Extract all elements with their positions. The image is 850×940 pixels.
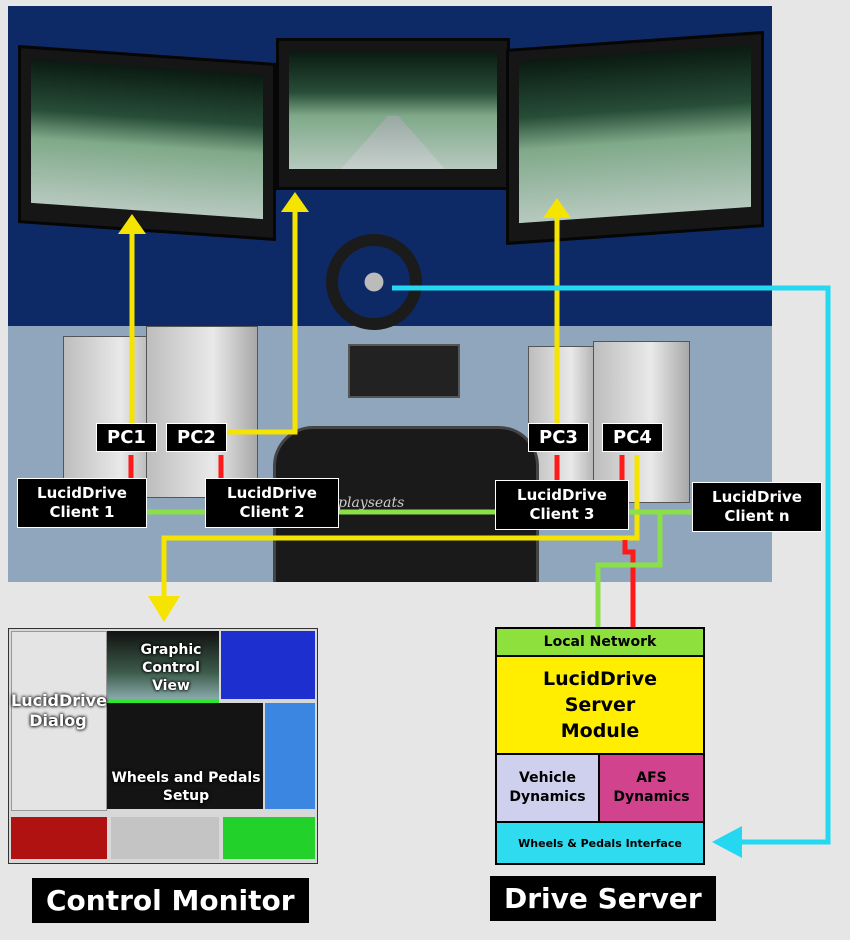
client-n-label: LucidDrive Client n: [692, 482, 822, 532]
blue-panel-top: [221, 631, 315, 699]
client-1-line2: Client 1: [49, 503, 115, 521]
client-1-line1: LucidDrive: [37, 484, 127, 502]
local-network-box: Local Network: [496, 628, 704, 656]
graphic-control-view-label: Graphic Control View: [140, 642, 202, 694]
vehicle-dynamics-line1: Vehicle: [519, 770, 576, 786]
client-3-label: LucidDrive Client 3: [495, 480, 629, 530]
client-3-line2: Client 3: [529, 505, 595, 523]
control-monitor-screen: Graphic Control View LucidDrive Dialog W…: [8, 628, 318, 864]
control-monitor-caption: Control Monitor: [32, 878, 309, 923]
pc-tower-icon: [593, 341, 690, 503]
pedals: [348, 344, 460, 398]
network-link: [595, 512, 663, 628]
luciddrive-dialog-label: LucidDrive Dialog: [11, 691, 107, 730]
client-2-line2: Client 2: [239, 503, 305, 521]
server-module-line1: LucidDrive: [543, 668, 657, 690]
afs-dynamics-box: AFS Dynamics: [599, 754, 704, 822]
gray-panel: [111, 817, 219, 859]
afs-dynamics-line2: Dynamics: [613, 789, 690, 805]
graphic-view-panel: [107, 631, 219, 699]
seat-brand: playseats: [338, 495, 405, 511]
arrow-up-icon: [543, 198, 571, 218]
video-link-pc4: [161, 455, 640, 598]
pc2-label: PC2: [166, 423, 227, 452]
client-2-line1: LucidDrive: [227, 484, 317, 502]
blue-panel-right: [265, 703, 315, 809]
wheels-setup-panel: [107, 703, 263, 809]
vehicle-dynamics-box: Vehicle Dynamics: [496, 754, 599, 822]
client-n-line2: Client n: [724, 507, 790, 525]
client-3-line1: LucidDrive: [517, 486, 607, 504]
green-bar: [107, 699, 219, 703]
pc-tower-icon: [146, 326, 258, 498]
steering-wheel-icon: [326, 234, 422, 330]
client-2-label: LucidDrive Client 2: [205, 478, 339, 528]
wheel-link: [392, 285, 831, 845]
server-module-line2: Server: [564, 694, 636, 716]
wheels-pedals-interface-box: Wheels & Pedals Interface: [496, 822, 704, 864]
server-module-line3: Module: [560, 720, 640, 742]
pc4-label: PC4: [602, 423, 663, 452]
wheels-pedals-setup-label: Wheels and Pedals Setup: [111, 770, 261, 804]
afs-dynamics-line1: AFS: [636, 770, 667, 786]
arrow-up-icon: [281, 192, 309, 212]
arrow-left-icon: [712, 826, 742, 858]
server-module-box: LucidDrive Server Module: [496, 656, 704, 754]
green-panel: [223, 817, 315, 859]
video-link-pc2: [225, 205, 298, 435]
pc3-label: PC3: [528, 423, 589, 452]
drive-server-diagram: Local Network LucidDrive Server Module V…: [495, 627, 705, 865]
client-1-label: LucidDrive Client 1: [17, 478, 147, 528]
arrow-up-icon: [118, 214, 146, 234]
server-link: [622, 540, 636, 628]
center-monitor: [276, 38, 510, 190]
simulator-photo: playseats: [8, 6, 772, 582]
pc1-label: PC1: [96, 423, 157, 452]
client-n-line1: LucidDrive: [712, 488, 802, 506]
red-panel: [11, 817, 107, 859]
dialog-panel: [11, 631, 107, 811]
drive-server-caption: Drive Server: [490, 876, 716, 921]
arrow-down-icon: [148, 596, 180, 622]
vehicle-dynamics-line2: Dynamics: [509, 789, 586, 805]
